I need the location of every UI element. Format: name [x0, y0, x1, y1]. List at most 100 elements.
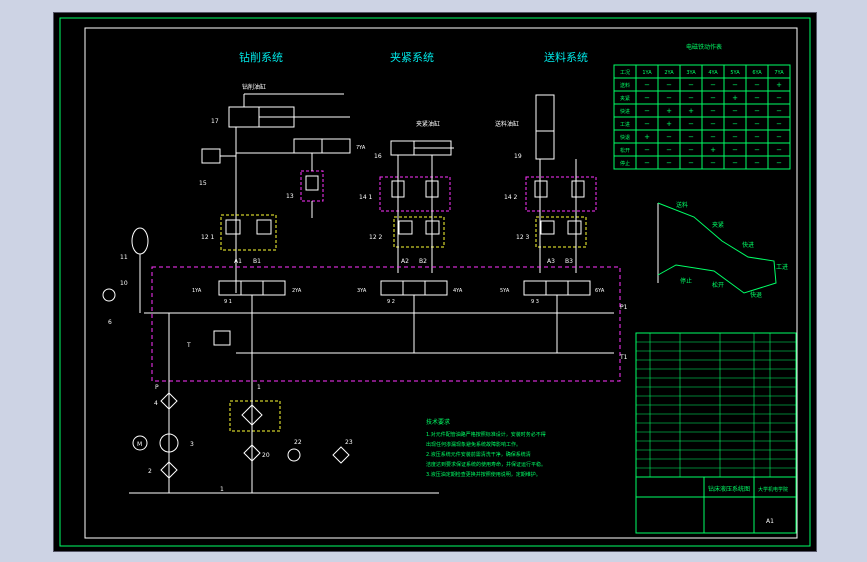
cycle-fast-return: 快退	[750, 291, 762, 299]
table-cell: −	[666, 146, 672, 154]
table-header-cell: 2YA	[664, 70, 674, 76]
table-cell: −	[776, 146, 782, 154]
table-cell: +	[666, 120, 672, 128]
cycle-feed: 送料	[676, 201, 688, 209]
table-header-cell: 6YA	[752, 70, 762, 76]
table-cell: −	[644, 146, 650, 154]
table-cell: −	[776, 133, 782, 141]
table-cell: −	[776, 159, 782, 167]
table-cell: −	[644, 81, 650, 89]
table-cell: 快退	[620, 134, 630, 141]
table-cell: −	[754, 159, 760, 167]
table-cell: −	[688, 159, 694, 167]
note-line: 2.液压系统元件安装前需清洗干净，确保系统清	[426, 451, 531, 458]
label-1: 1	[220, 486, 224, 493]
table-cell: −	[688, 94, 694, 102]
label-t1: T1	[619, 354, 628, 361]
label-6ya: 6YA	[595, 288, 605, 294]
label-1-top: 1	[257, 384, 261, 391]
label-10: 10	[120, 280, 128, 287]
table-cell: 夹紧	[620, 95, 630, 102]
table-cell: −	[776, 120, 782, 128]
table-cell: +	[666, 107, 672, 115]
table-header-cell: 7YA	[774, 70, 784, 76]
cycle-clamp: 夹紧	[712, 221, 724, 229]
directional-valve-9-3	[523, 280, 591, 296]
label-19: 19	[514, 153, 522, 160]
table-header-cell: 3YA	[686, 70, 696, 76]
table-cell: −	[776, 94, 782, 102]
label-14-2: 14 2	[504, 194, 518, 201]
table-cell: −	[754, 120, 760, 128]
accumulator-11	[131, 227, 149, 255]
label-13: 13	[286, 193, 294, 200]
table-cell: +	[688, 107, 694, 115]
table-cell: +	[710, 146, 716, 154]
label-p1: P1	[620, 304, 628, 311]
table-cell: −	[644, 120, 650, 128]
port-a1: A1	[234, 258, 242, 265]
work-cycle-diagram	[657, 202, 777, 294]
label-3: 3	[190, 441, 194, 448]
action-table-title: 电磁铁动作表	[686, 43, 722, 51]
label-9-3: 9 3	[531, 299, 539, 305]
table-header-cell: 1YA	[642, 70, 652, 76]
filter-2	[160, 461, 178, 479]
table-cell: −	[732, 81, 738, 89]
table-cell: −	[710, 94, 716, 102]
table-cell: −	[754, 81, 760, 89]
relief-valve-15	[201, 148, 221, 164]
table-cell: 松开	[620, 147, 630, 154]
table-cell: −	[666, 94, 672, 102]
sheet-size: A1	[766, 518, 774, 525]
table-cell: −	[688, 81, 694, 89]
label-2: 2	[148, 468, 152, 475]
inner-frame	[84, 27, 798, 539]
label-23: 23	[345, 439, 353, 446]
table-cell: 快进	[620, 108, 630, 115]
table-header-cell: 工况	[620, 70, 630, 76]
table-cell: −	[644, 159, 650, 167]
table-cell: −	[666, 159, 672, 167]
cycle-stop: 停止	[680, 277, 692, 285]
note-line: 洁度达到要求保证系统的使用寿命，并保证运行平稳。	[426, 461, 546, 468]
table-cell: −	[666, 81, 672, 89]
table-cell: 工进	[620, 121, 630, 128]
outer-frame	[59, 17, 811, 547]
label-p: P	[155, 384, 159, 391]
cycle-release: 松开	[712, 281, 724, 289]
label-6: 6	[108, 319, 112, 326]
port-b2: B2	[419, 258, 427, 265]
table-cell: −	[754, 94, 760, 102]
table-cell: −	[644, 107, 650, 115]
drill-cylinder-label: 钻削油缸	[242, 83, 266, 91]
label-15: 15	[199, 180, 207, 187]
table-cell: −	[776, 107, 782, 115]
label-2ya: 2YA	[292, 288, 302, 294]
table-cell: −	[754, 133, 760, 141]
thermometer-22	[287, 448, 301, 462]
parts-list-rows	[636, 333, 796, 477]
label-9-2: 9 2	[387, 299, 395, 305]
label-9-1: 9 1	[224, 299, 232, 305]
note-line: 1.对元件配管油路严格按照标准设计，安装时务必不得	[426, 431, 546, 438]
motor	[132, 435, 148, 451]
table-cell: 送料	[620, 82, 630, 89]
label-3ya: 3YA	[357, 288, 367, 294]
port-b1: B1	[253, 258, 261, 265]
port-b3: B3	[565, 258, 573, 265]
title-block	[635, 476, 797, 534]
table-header-cell: 4YA	[708, 70, 718, 76]
heater-23	[332, 446, 350, 464]
directional-valve-9-1	[218, 280, 286, 296]
table-cell: −	[710, 159, 716, 167]
table-cell: 停止	[620, 160, 630, 167]
cycle-fast-forward: 快进	[742, 241, 754, 249]
feed-cylinder-label: 送料油缸	[495, 120, 519, 128]
label-22: 22	[294, 439, 302, 446]
drawing-name: 钻床液压系统图	[708, 485, 750, 493]
port-a2: A2	[401, 258, 409, 265]
table-cell: −	[710, 120, 716, 128]
title-feed: 送料系统	[544, 50, 588, 64]
